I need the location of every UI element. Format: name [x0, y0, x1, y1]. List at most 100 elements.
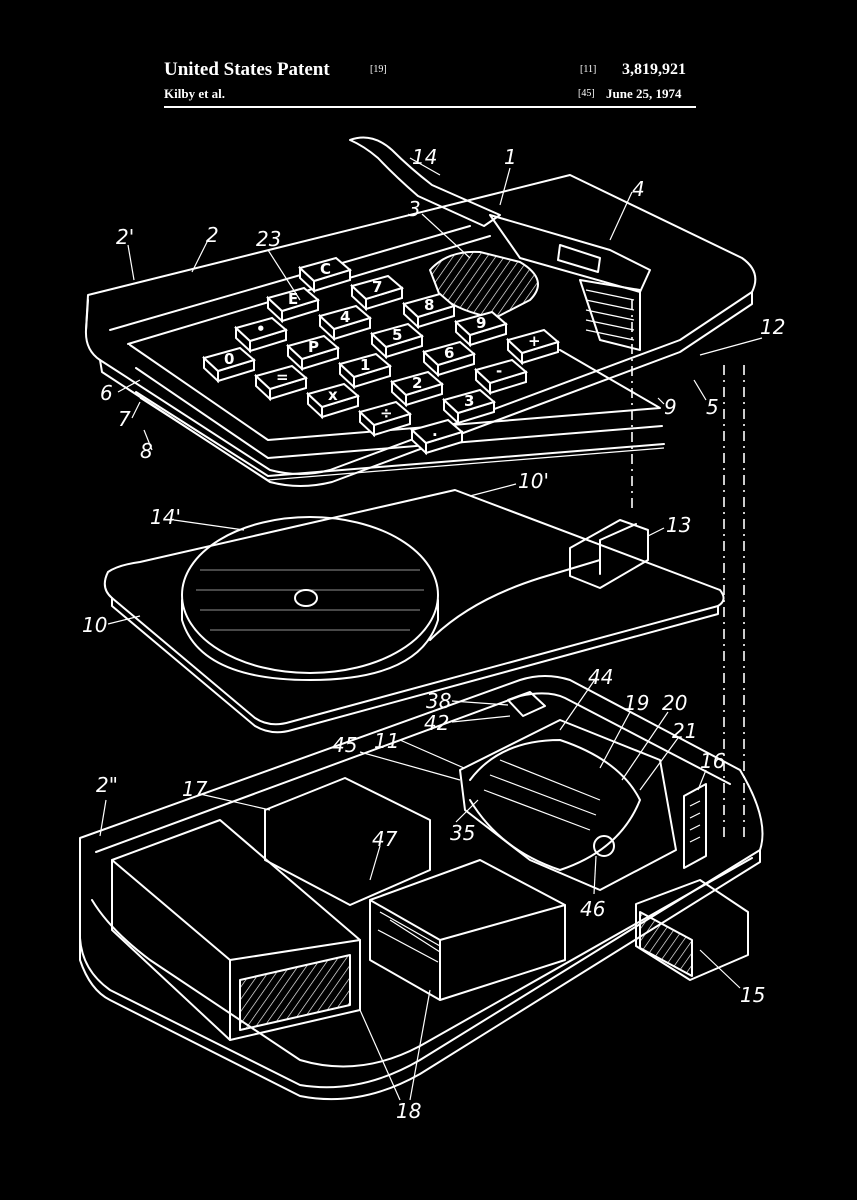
display-chip: [557, 244, 601, 273]
display-strip: [489, 214, 651, 293]
title-reference-code: [19]: [370, 64, 387, 75]
key-label: •: [256, 320, 266, 338]
callout-2-prime: 2': [116, 225, 134, 249]
disc-side: [181, 599, 439, 681]
calculator-key: E: [266, 286, 321, 324]
base-outline: [79, 675, 764, 1089]
callout-2: 2: [206, 223, 219, 247]
calculator-key: 6: [422, 340, 477, 378]
calculator-key: 3: [442, 388, 497, 426]
battery-pack-2: [369, 859, 566, 1001]
callout-11: 11: [374, 729, 399, 753]
callout-16: 16: [700, 749, 725, 773]
key-label: 4: [340, 308, 350, 326]
display-window: [429, 250, 539, 319]
key-label: -: [496, 362, 502, 380]
calculator-key: 2: [390, 370, 445, 408]
callout-5: 5: [706, 395, 719, 419]
callout-1: 1: [504, 145, 517, 169]
calculator-key: C: [298, 256, 353, 294]
callout-8: 8: [140, 439, 153, 463]
switch-block: [264, 777, 431, 906]
ribbon-cable: [579, 279, 641, 351]
callout-labels: 14 1 4 3 2' 2 23 12 6 7 8 9 5 10' 14' 13…: [82, 145, 785, 1123]
callout-23: 23: [256, 227, 281, 251]
circuit-board-10: [103, 489, 725, 734]
calculator-key: 5: [370, 322, 425, 360]
callout-21: 21: [672, 719, 697, 743]
callout-10-prime: 10': [518, 469, 549, 493]
callout-6: 6: [100, 381, 113, 405]
calculator-key: 9: [454, 310, 509, 348]
key-label: +: [528, 332, 541, 350]
patent-number: 3,819,921: [622, 61, 686, 78]
calculator-key: •: [234, 316, 289, 354]
callout-2-double-prime: 2": [96, 773, 118, 797]
header-rule: [164, 106, 696, 108]
key-label: ÷: [380, 404, 393, 422]
key-label: 1: [360, 356, 370, 374]
calculator-key: 8: [402, 292, 457, 330]
callout-14-prime: 14': [150, 505, 181, 529]
key-label: 3: [464, 392, 474, 410]
layer-8: [135, 391, 665, 477]
key-label: 9: [476, 314, 486, 332]
disc-top: [181, 516, 439, 674]
key-label: P: [308, 338, 319, 356]
key-label: 7: [372, 278, 382, 296]
callout-9: 9: [664, 395, 677, 419]
callout-45: 45: [332, 733, 357, 757]
callout-15: 15: [740, 983, 765, 1007]
callout-19: 19: [624, 691, 649, 715]
base-housing: [79, 675, 764, 1101]
calculator-key: -: [474, 358, 529, 396]
key-label: .: [432, 422, 438, 440]
calculator-key: .: [410, 418, 465, 456]
printer-mechanism: [459, 719, 677, 891]
callout-38: 38: [426, 689, 451, 713]
callout-47: 47: [372, 827, 398, 851]
board-trace: [429, 559, 601, 641]
callout-7: 7: [118, 407, 131, 431]
callout-17: 17: [182, 777, 208, 801]
block-15: [635, 879, 749, 981]
callout-14: 14: [412, 145, 437, 169]
calculator-key: P: [286, 334, 341, 372]
key-label: C: [320, 260, 331, 278]
key-label: 2: [412, 374, 422, 392]
key-label: 6: [444, 344, 454, 362]
layer-7: [135, 367, 663, 459]
key-label: E: [288, 290, 298, 308]
key-label: =: [276, 368, 289, 386]
calculator-key: ÷: [358, 400, 413, 438]
layer-6: [129, 344, 661, 441]
calculator-key: +: [506, 328, 561, 366]
calculator-key: 4: [318, 304, 373, 342]
calculator-key: 7: [350, 274, 405, 312]
calculator-key: 0: [202, 346, 257, 384]
callout-3: 3: [408, 197, 421, 221]
connector-16: [683, 783, 707, 869]
key-label: x: [328, 386, 338, 404]
board-plate: [103, 489, 725, 726]
calculator-key: =: [254, 364, 309, 402]
keypad: C 7 8 9 + E 4 5 6 - • P 1 2 3 0 = x ÷.: [202, 256, 561, 456]
callout-4: 4: [632, 177, 645, 201]
callout-44: 44: [588, 665, 613, 689]
number-reference-code: [11]: [580, 64, 597, 75]
callout-46: 46: [580, 897, 605, 921]
callout-35: 35: [450, 821, 475, 845]
callout-18: 18: [396, 1099, 421, 1123]
callout-12: 12: [760, 315, 785, 339]
callout-10: 10: [82, 613, 107, 637]
housing-side: [85, 291, 753, 487]
inventors: Kilby et al.: [164, 86, 226, 101]
print-head: [507, 691, 546, 717]
connector-13: [569, 519, 649, 589]
calculator-key: 1: [338, 352, 393, 390]
key-label: 8: [424, 296, 434, 314]
disc-hole: [294, 589, 318, 607]
battery-end: [239, 954, 351, 1031]
key-label: 5: [392, 326, 402, 344]
